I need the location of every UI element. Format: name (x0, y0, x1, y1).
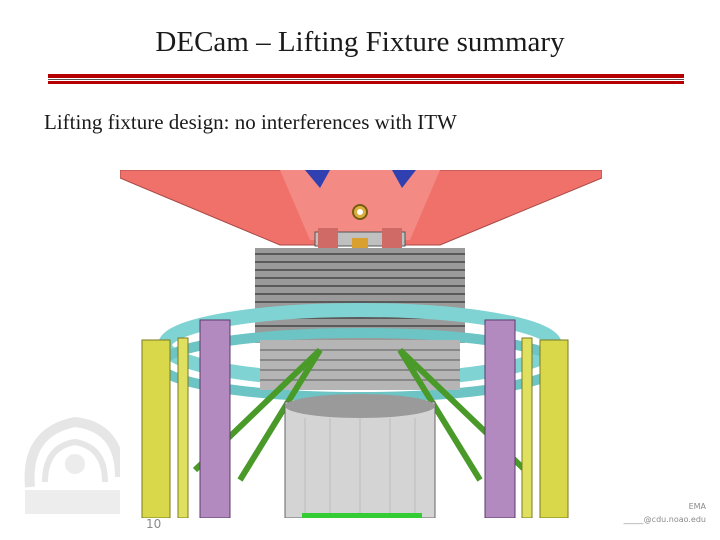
title-rule-bottom (48, 81, 684, 84)
footer-credit: EMA _____@cdu.noao.edu (624, 500, 706, 526)
purple-leg-left (199, 319, 231, 518)
lifting-fixture-render (120, 170, 602, 518)
title-rule-top (48, 74, 684, 78)
footer-email: _____@cdu.noao.edu (623, 515, 706, 524)
footer-initials: EMA (688, 502, 706, 511)
purple-leg-right (484, 319, 516, 518)
page-number: 10 (146, 517, 162, 531)
yellow-leg-right (539, 339, 569, 518)
yellow-leg-left (141, 339, 171, 518)
slide-title: DECam – Lifting Fixture summary (155, 26, 565, 58)
noao-logo-watermark-icon (24, 416, 125, 514)
title-rule-middle (48, 79, 684, 80)
slide-subtitle: Lifting fixture design: no interferences… (44, 110, 457, 134)
